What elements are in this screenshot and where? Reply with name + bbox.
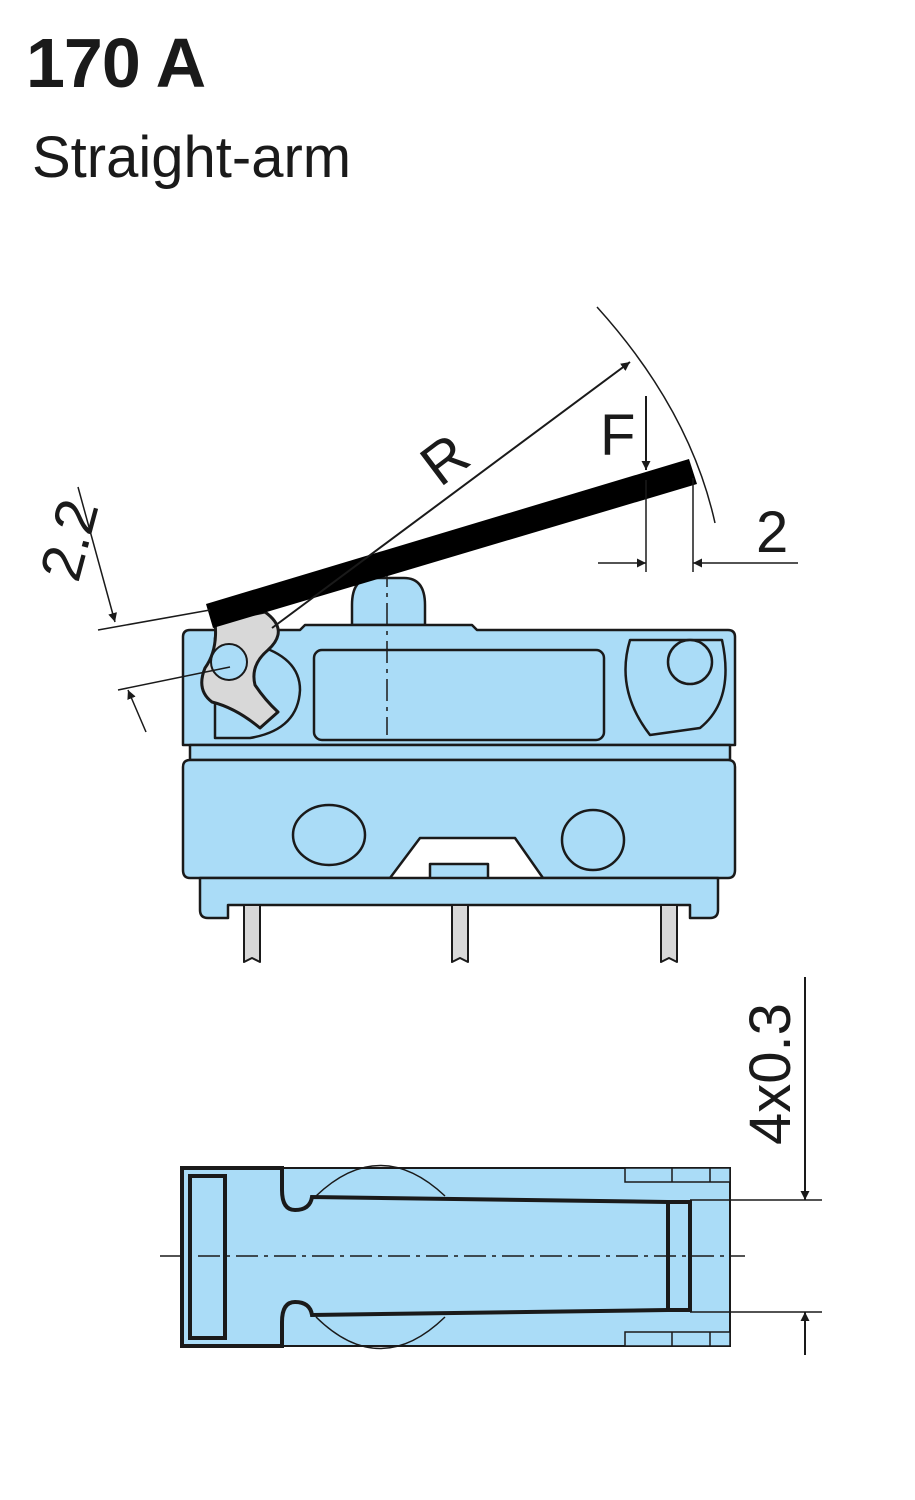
terminal-center (451, 904, 469, 963)
page-title: 170 A (26, 24, 206, 102)
top-housing (181, 1167, 731, 1347)
terminals (243, 904, 678, 963)
pitch-dimension (690, 977, 822, 1355)
pitch-label: 4x0.3 (738, 1003, 803, 1145)
top-internal-circle (315, 1164, 446, 1350)
mounting-hole-left (291, 803, 367, 867)
mounting-hole-right-lower (560, 808, 626, 872)
plunger (350, 576, 427, 627)
top-left-inner (188, 1174, 227, 1340)
terminal-left (243, 904, 261, 963)
top-view (160, 1164, 745, 1350)
radius-label: R (409, 421, 482, 498)
top-tab-upper (624, 1167, 731, 1183)
dimension-lines (77, 306, 798, 733)
offset-leader (77, 486, 117, 623)
offset-arrow-bottom (127, 689, 147, 733)
offset-ext-bottom (117, 666, 231, 691)
housing-window (312, 648, 606, 742)
housing-seam (188, 743, 732, 762)
offset-ext-top (97, 609, 211, 631)
mounting-hole-right (666, 638, 714, 686)
pivot-hole (210, 643, 248, 681)
radius-arc (596, 306, 716, 524)
overhang-label: 2 (756, 500, 788, 565)
top-tab-lower (624, 1331, 731, 1347)
radius-line (271, 361, 631, 629)
terminal-right (660, 904, 678, 963)
offset-label: 2.2 (28, 493, 112, 588)
top-left-cap (180, 1166, 692, 1348)
side-view (181, 565, 737, 963)
lower-housing (181, 758, 737, 880)
housing-base (198, 876, 720, 920)
force-label: F (600, 403, 635, 468)
page-subtitle: Straight-arm (32, 125, 352, 190)
